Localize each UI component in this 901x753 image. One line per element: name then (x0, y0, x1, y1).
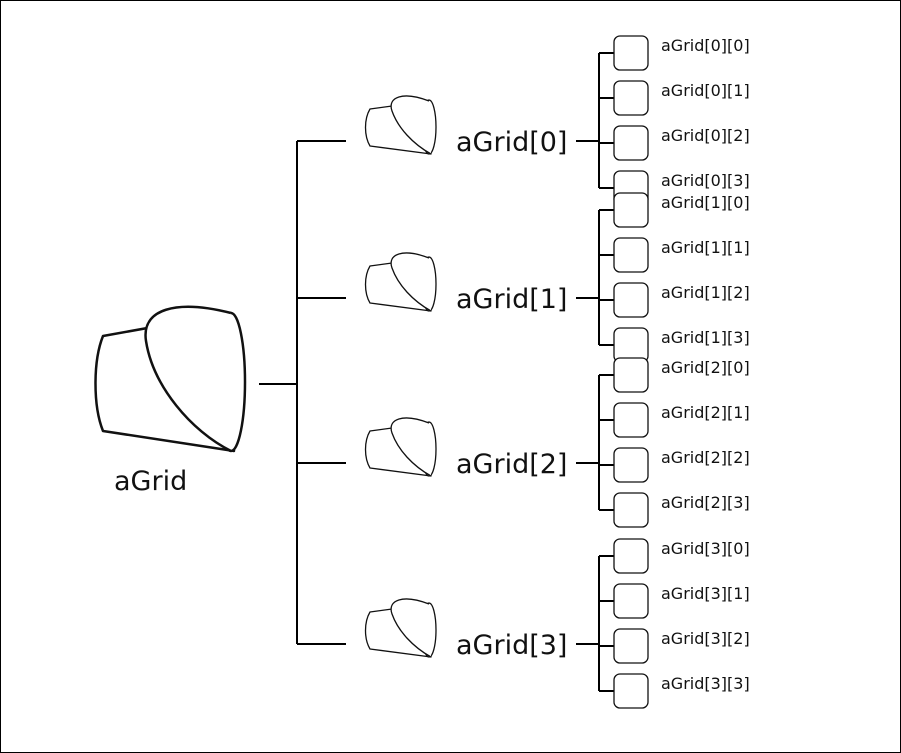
cell-item: aGrid[3][3] (599, 673, 750, 709)
cell-label: aGrid[0][3] (661, 171, 750, 190)
row-array-icon (364, 417, 437, 477)
cell-item: aGrid[3][1] (599, 583, 750, 619)
row-group-3: aGrid[3] aGrid[3][0] aGrid[3][1] aGrid[3][2… (297, 538, 750, 709)
cell-box (613, 538, 649, 574)
cell-label: aGrid[0][0] (661, 36, 750, 55)
cell-box (613, 192, 649, 228)
cell-label: aGrid[2][2] (661, 448, 750, 467)
cell-label: aGrid[3][3] (661, 674, 750, 693)
cell-box (613, 673, 649, 709)
cell-item: aGrid[2][0] (599, 357, 750, 393)
cell-label: aGrid[2][3] (661, 493, 750, 512)
cell-item: aGrid[1][3] (599, 327, 750, 363)
cell-box (613, 583, 649, 619)
cell-item: aGrid[1][1] (599, 237, 750, 273)
cell-box (613, 402, 649, 438)
cell-label: aGrid[1][3] (661, 328, 750, 347)
cell-label: aGrid[1][0] (661, 193, 750, 212)
cell-item: aGrid[1][0] (599, 192, 750, 228)
cell-box (613, 628, 649, 664)
cell-item: aGrid[0][2] (599, 125, 750, 161)
row-array-icon (364, 598, 437, 658)
root-array-icon (94, 305, 247, 453)
cell-label: aGrid[0][2] (661, 126, 750, 145)
cell-item: aGrid[2][2] (599, 447, 750, 483)
cell-item: aGrid[3][0] (599, 538, 750, 574)
cell-item: aGrid[2][1] (599, 402, 750, 438)
row-label: aGrid[3] (456, 630, 567, 661)
cell-box (613, 35, 649, 71)
cell-box (613, 492, 649, 528)
cell-item: aGrid[0][1] (599, 80, 750, 116)
cell-box (613, 447, 649, 483)
row-label: aGrid[2] (456, 449, 567, 480)
cell-box (613, 237, 649, 273)
cell-item: aGrid[1][2] (599, 282, 750, 318)
cell-item: aGrid[0][0] (599, 35, 750, 71)
row-label: aGrid[1] (456, 284, 567, 315)
cell-label: aGrid[2][1] (661, 403, 750, 422)
cell-box (613, 357, 649, 393)
cell-label: aGrid[1][2] (661, 283, 750, 302)
cell-item: aGrid[2][3] (599, 492, 750, 528)
cell-box (613, 327, 649, 363)
cell-label: aGrid[3][0] (661, 539, 750, 558)
row-array-icon (364, 95, 437, 155)
cell-item: aGrid[3][2] (599, 628, 750, 664)
row-group-1: aGrid[1] aGrid[1][0] aGrid[1][1] aGrid[1][2… (297, 192, 750, 363)
row-array-icon (364, 252, 437, 312)
cell-box (613, 282, 649, 318)
row-group-0: aGrid[0] aGrid[0][0] aGrid[0][1] aGrid[0][2… (297, 35, 750, 206)
cell-box (613, 125, 649, 161)
cell-box (613, 80, 649, 116)
cell-label: aGrid[2][0] (661, 358, 750, 377)
row-group-2: aGrid[2] aGrid[2][0] aGrid[2][1] aGrid[2][2… (297, 357, 750, 528)
cell-label: aGrid[0][1] (661, 81, 750, 100)
cell-label: aGrid[3][2] (661, 629, 750, 648)
cell-label: aGrid[3][1] (661, 584, 750, 603)
root-label: aGrid (114, 466, 187, 497)
row-label: aGrid[0] (456, 127, 567, 158)
cell-label: aGrid[1][1] (661, 238, 750, 257)
